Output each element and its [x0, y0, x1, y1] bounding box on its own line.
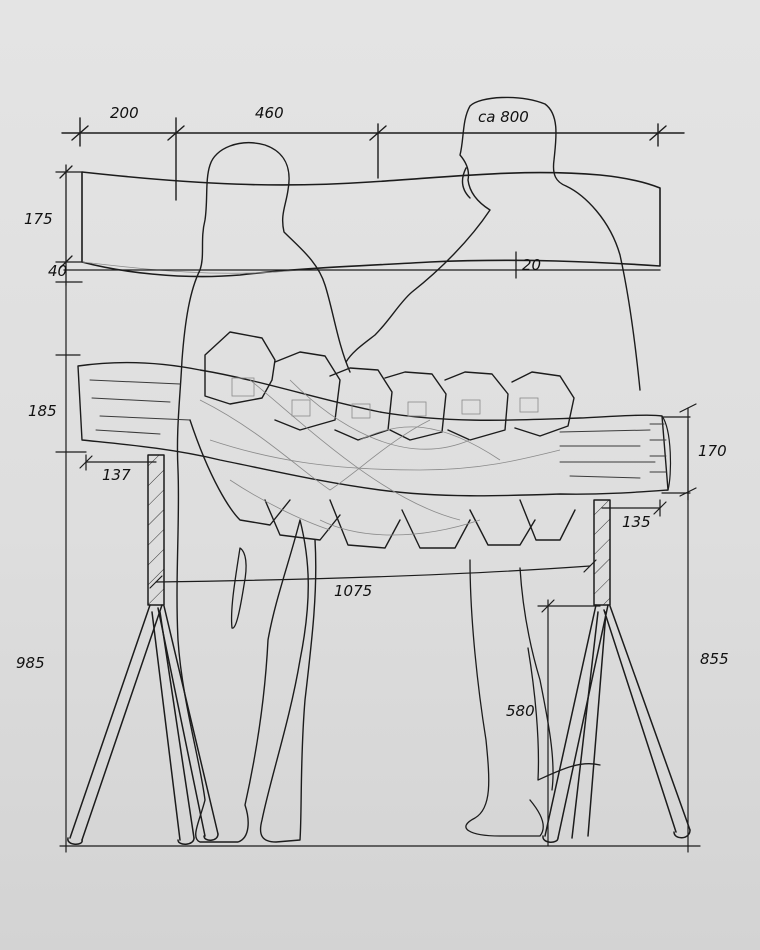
dim-20-label: 20	[522, 256, 541, 274]
dim-460-label: 460	[255, 104, 284, 122]
dim-175-label: 175	[24, 210, 53, 228]
dim-170-label: 170	[698, 442, 727, 460]
dim-135-label: 135	[622, 513, 651, 531]
dim-200-label: 200	[110, 104, 139, 122]
dim-1075-label: 1075	[334, 582, 372, 600]
frame-verticals	[55, 284, 701, 853]
person-right-silhouette	[345, 96, 641, 391]
dim-ca800-label: ca 800	[478, 108, 529, 126]
offset-dimensions	[79, 454, 667, 517]
dim-185-label: 185	[28, 402, 57, 420]
canopy-left-dimensions	[55, 164, 661, 286]
dim-855-label: 855	[700, 650, 729, 668]
stand-right	[542, 499, 691, 843]
faceted-segments	[189, 331, 576, 549]
person-left-silhouette	[176, 142, 351, 843]
seat-height-dimension	[537, 599, 601, 847]
span-dimension-line	[149, 559, 597, 589]
person-right-legs	[465, 559, 601, 837]
dim-40-label: 40	[48, 262, 67, 280]
person-left-arm	[230, 547, 247, 629]
dim-580-label: 580	[506, 702, 535, 720]
dim-137-label: 137	[102, 466, 131, 484]
stand-left	[67, 454, 219, 845]
dim-985-label: 985	[16, 654, 45, 672]
hatched-canopy	[81, 171, 661, 278]
log	[77, 361, 672, 497]
top-dimension-line	[61, 117, 685, 201]
segment-construction-lines	[199, 377, 561, 536]
